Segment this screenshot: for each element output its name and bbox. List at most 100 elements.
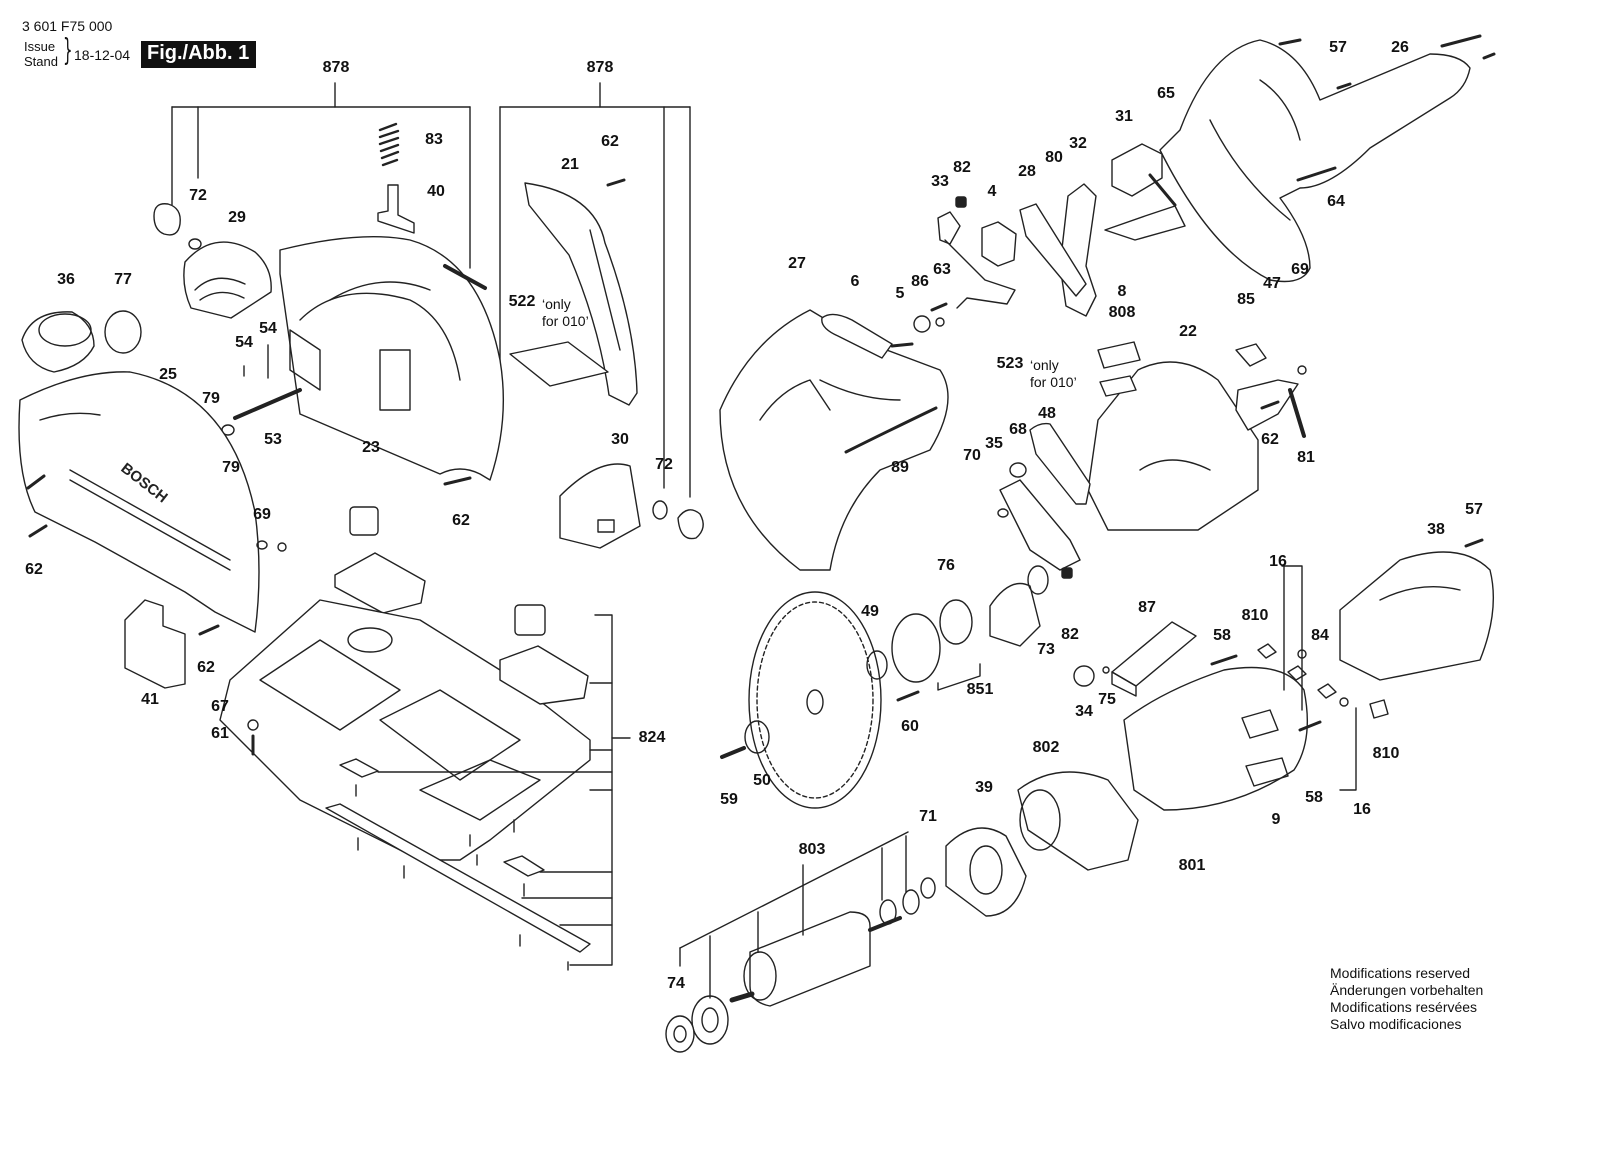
callout-851 xyxy=(938,664,980,690)
part-label: 71 xyxy=(919,808,937,825)
part-label: 83 xyxy=(425,131,443,148)
upper-guard-23 xyxy=(280,237,503,480)
part-label: 60 xyxy=(901,718,919,735)
note-522-line2: for 010’ xyxy=(542,313,589,329)
part-label: 63 xyxy=(933,261,951,278)
note-523-line2: for 010’ xyxy=(1030,374,1077,390)
part-label: 48 xyxy=(1038,405,1056,422)
part-label: 85 xyxy=(1237,291,1255,308)
part-label: 62 xyxy=(25,561,43,578)
part-label: 70 xyxy=(963,447,981,464)
clamp-top xyxy=(335,553,425,613)
lever-28 xyxy=(1020,204,1086,296)
baffle-39 xyxy=(946,828,1026,916)
screw-62-guard xyxy=(445,266,485,484)
bearings-74 xyxy=(666,996,728,1052)
mod-line-es: Salvo modificaciones xyxy=(1330,1016,1462,1032)
part-label: 25 xyxy=(159,366,177,383)
part-label: 851 xyxy=(966,681,994,698)
shaft-6 xyxy=(822,314,912,358)
part-label: 73 xyxy=(1037,641,1055,658)
issue-label: Issue xyxy=(24,39,56,54)
part-label: 41 xyxy=(141,691,159,708)
brace-glyph: } xyxy=(63,33,73,68)
part-label: 74 xyxy=(667,975,685,992)
part-label: 84 xyxy=(1311,627,1329,644)
part-label: 54 xyxy=(259,320,277,337)
part-label: 523 xyxy=(996,355,1024,372)
parts-34-75 xyxy=(1074,656,1236,686)
part-label: 89 xyxy=(891,459,909,476)
part-label: 23 xyxy=(362,439,380,456)
part-label: 32 xyxy=(1069,135,1087,152)
part-label: 40 xyxy=(427,183,445,200)
part-label: 47 xyxy=(1263,275,1281,292)
knob-30 xyxy=(560,464,640,548)
label-522 xyxy=(510,342,608,386)
part-label: 67 xyxy=(211,698,229,715)
lever-35 xyxy=(1000,480,1080,570)
part-label: 50 xyxy=(753,772,771,789)
part-label: 878 xyxy=(322,59,350,76)
part-label: 62 xyxy=(1261,431,1279,448)
part-label: 77 xyxy=(114,271,132,288)
small-parts-86-63-5 xyxy=(914,304,946,332)
part-label: 26 xyxy=(1391,39,1409,56)
note-522-line1: ‘only xyxy=(542,296,571,312)
part-label: 58 xyxy=(1305,789,1323,806)
part-label: 38 xyxy=(1427,521,1445,538)
part-label: 75 xyxy=(1098,691,1116,708)
labels-808-523 xyxy=(1098,342,1140,396)
part-label: 16 xyxy=(1353,801,1371,818)
part-label: 54 xyxy=(235,334,253,351)
adapter-36 xyxy=(22,312,94,372)
part-label: 21 xyxy=(561,156,579,173)
part-label: 522 xyxy=(508,293,536,310)
washers-71 xyxy=(880,878,935,924)
knob-72-right xyxy=(653,501,703,539)
part-label: 824 xyxy=(638,729,666,746)
screw-60 xyxy=(898,692,918,700)
issue-stand-labels: Issue Stand xyxy=(24,39,58,69)
part-label: 49 xyxy=(861,603,879,620)
washers-68-70 xyxy=(998,463,1026,517)
part-label: 29 xyxy=(228,209,246,226)
part-label: 61 xyxy=(211,725,229,742)
mod-line-en: Modifications reserved xyxy=(1330,965,1471,981)
field-coil-802 xyxy=(1018,772,1138,870)
screws-62-left xyxy=(28,476,218,634)
part-label: 5 xyxy=(895,285,905,302)
brush-holder-87 xyxy=(1112,622,1196,696)
spring-83 xyxy=(380,124,398,165)
bracket-85-47 xyxy=(1236,344,1298,430)
handle-26 xyxy=(1160,40,1470,282)
part-label: 6 xyxy=(850,273,860,290)
part-label: 79 xyxy=(222,459,240,476)
callout-803 xyxy=(680,832,908,998)
part-label: 30 xyxy=(611,431,629,448)
issue-date: 18-12-04 xyxy=(74,47,131,63)
mod-line-fr: Modifications resérvées xyxy=(1330,999,1478,1015)
mod-line-de: Änderungen vorbehalten xyxy=(1330,982,1484,998)
part-label: 76 xyxy=(937,557,955,574)
brushes-16-810 xyxy=(1258,566,1388,790)
saw-blade xyxy=(749,592,881,808)
bolt-53 xyxy=(235,390,300,418)
o-ring-77 xyxy=(105,311,141,353)
part-label: 9 xyxy=(1271,811,1281,828)
part-label: 808 xyxy=(1108,304,1136,321)
screws-plate xyxy=(248,720,568,970)
part-label: 69 xyxy=(1291,261,1309,278)
part-label: 62 xyxy=(452,512,470,529)
part-label: 64 xyxy=(1327,193,1345,210)
note-522: ‘only for 010’ xyxy=(542,296,589,330)
switch-31-65 xyxy=(1105,144,1185,240)
screws-57-64 xyxy=(1280,36,1494,180)
part-label: 62 xyxy=(197,659,215,676)
base-plate-824 xyxy=(220,600,590,860)
part-label: 59 xyxy=(720,791,738,808)
part-label: 72 xyxy=(189,187,207,204)
callout-878-left xyxy=(172,83,470,268)
screw-57-right xyxy=(1466,540,1482,546)
